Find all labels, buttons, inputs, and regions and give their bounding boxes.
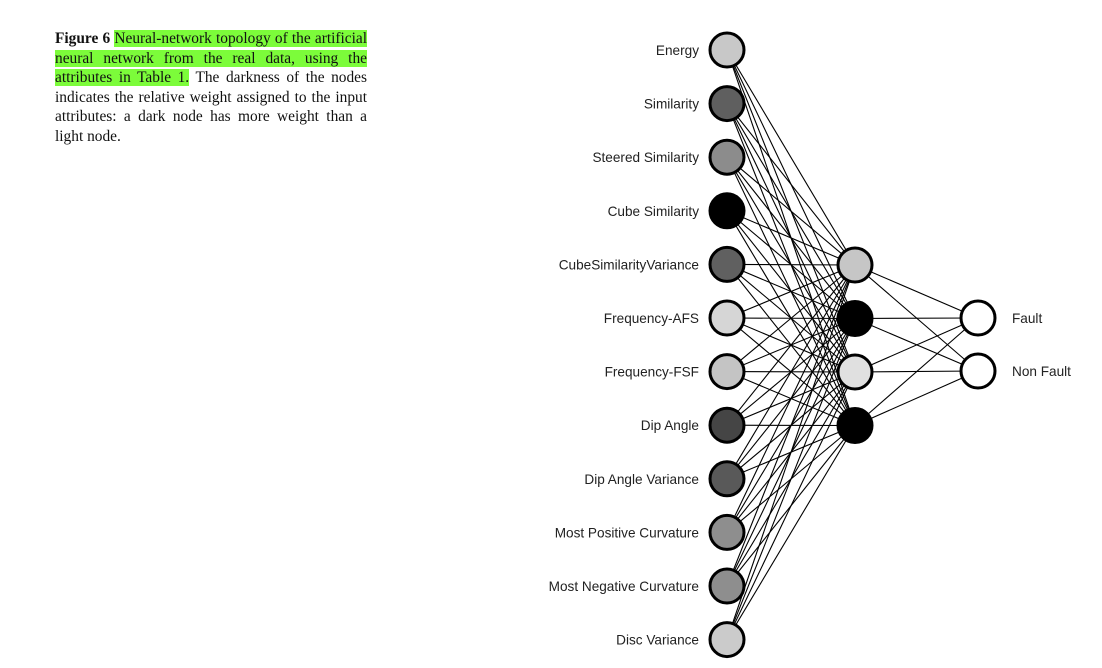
input-hidden-connection	[726, 156, 856, 266]
input-node-label: Cube Similarity	[608, 204, 700, 219]
input-node	[708, 406, 746, 444]
input-node-label: Energy	[656, 43, 699, 58]
figure-caption: Figure 6 Neural-network topology of the …	[55, 29, 368, 146]
input-node-label: Most Positive Curvature	[555, 525, 699, 540]
input-node	[708, 31, 746, 69]
hidden-output-connection	[854, 317, 979, 320]
input-hidden-connection	[726, 264, 856, 319]
hidden-output-connection	[854, 370, 979, 427]
output-node-label: Fault	[1012, 311, 1042, 326]
input-node-label: Similarity	[644, 97, 699, 112]
input-node	[708, 85, 746, 123]
input-node-label: CubeSimilarityVariance	[559, 257, 699, 272]
hidden-output-connection	[854, 317, 979, 373]
input-node-label: Frequency-AFS	[604, 311, 699, 326]
network-nodes	[708, 31, 997, 659]
input-hidden-connection	[726, 264, 856, 640]
input-node-label: Dip Angle Variance	[584, 472, 699, 487]
output-node-label: Non Fault	[1012, 364, 1071, 379]
hidden-output-connection	[854, 317, 979, 426]
input-hidden-connection	[726, 318, 856, 640]
input-hidden-connection	[726, 263, 856, 266]
input-node	[708, 460, 746, 498]
hidden-output-connection	[854, 264, 979, 319]
caption-body-text: The darkness of the nodes indicates the …	[55, 69, 368, 145]
input-hidden-connection	[726, 264, 856, 480]
input-node	[708, 299, 746, 337]
input-node-label: Steered Similarity	[592, 150, 699, 165]
input-hidden-connection	[726, 264, 856, 426]
figure-label: Figure 6	[55, 30, 111, 47]
input-hidden-connection	[726, 425, 856, 640]
input-node-label: Most Negative Curvature	[549, 579, 699, 594]
input-hidden-connection	[726, 264, 856, 587]
input-hidden-connection	[726, 210, 856, 266]
input-node	[708, 567, 746, 605]
hidden-node	[836, 300, 874, 337]
input-node	[708, 192, 746, 230]
input-hidden-connection	[726, 264, 856, 373]
input-hidden-connection	[726, 371, 856, 640]
input-node	[708, 353, 746, 391]
input-node	[708, 513, 746, 551]
output-node	[959, 352, 997, 390]
input-hidden-connection	[726, 49, 856, 266]
input-node	[708, 138, 746, 176]
hidden-node	[836, 353, 874, 391]
hidden-node	[836, 407, 874, 444]
hidden-node	[836, 246, 874, 284]
input-node	[708, 621, 746, 659]
output-node	[959, 299, 997, 337]
input-node	[708, 245, 746, 283]
input-node-label: Dip Angle	[641, 418, 699, 433]
input-node-label: Frequency-FSF	[605, 365, 699, 380]
input-node-label: Disc Variance	[616, 633, 699, 648]
input-hidden-connection	[726, 264, 856, 533]
network-connections	[726, 49, 979, 640]
input-hidden-connection	[726, 103, 856, 266]
